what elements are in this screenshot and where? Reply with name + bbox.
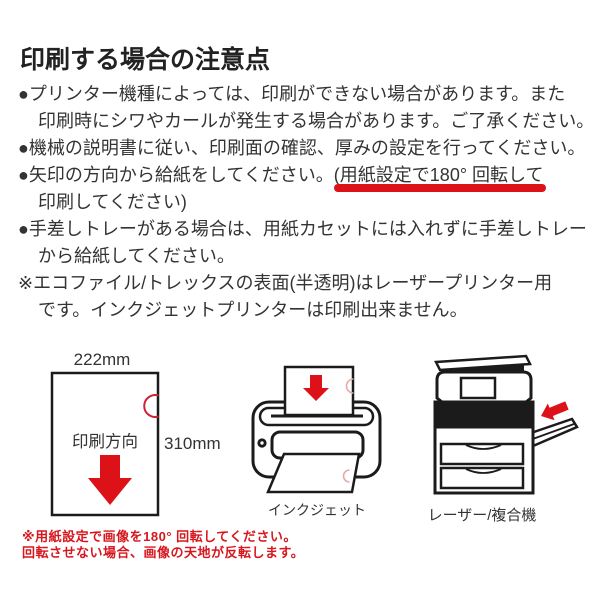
paper-width-label: 222mm	[74, 350, 131, 369]
notice-line: です。インクジェットプリンターは印刷出来ません。	[38, 300, 468, 320]
notice-line: ●矢印の方向から給紙をしてください。(用紙設定で180° 回転して	[18, 162, 594, 189]
notice-line: ※エコファイル/トレックスの表面(半透明)はレーザープリンター用	[18, 273, 553, 293]
drawer-handle-2	[465, 468, 502, 474]
input-sheet-notch-icon	[345, 378, 354, 394]
print-direction-arrow-icon	[88, 455, 132, 505]
footnote-line: 回転させない場合、画像の天地が反転します。	[22, 544, 305, 560]
bypass-tray-edge	[529, 423, 575, 441]
paper-height-label: 310mm	[164, 434, 221, 453]
inkjet-printer-illustration: インクジェット	[251, 365, 382, 518]
notice-line: ●プリンター機種によっては、印刷ができない場合があります。また	[18, 84, 566, 104]
power-button-center	[260, 441, 264, 445]
footnote-line: ※用紙設定で画像を180° 回転してください。	[22, 529, 297, 544]
bypass-feed-arrow-icon	[541, 401, 569, 421]
paper-diagram: 222mm 印刷方向 310mm	[50, 350, 221, 517]
output-sheet-notch-icon	[342, 469, 350, 483]
notice-line: 印刷時にシワやカールが発生する場合があります。ご了承ください。	[38, 111, 595, 131]
file-notch-icon	[143, 394, 159, 418]
feed-down-arrow-icon	[303, 375, 329, 401]
notice-line: ●機械の説明書に従い、印刷面の確認、厚みの設定を行ってください。	[18, 138, 586, 158]
red-footnotes: ※用紙設定で画像を180° 回転してください。 回転させない場合、画像の天地が反…	[22, 529, 304, 560]
paper-drawer-1	[439, 442, 525, 466]
notice-line: ●手差しトレーがある場合は、用紙カセットには入れずに手差しトレー	[18, 219, 587, 239]
display-panel	[459, 376, 497, 400]
notice-line: 印刷してください)	[38, 192, 187, 212]
page-title: 印刷する場合の注意点	[20, 46, 271, 74]
notice-line-pre: ●矢印の方向から給紙をしてください。(	[18, 165, 340, 185]
laser-printer-illustration: レーザー/複合機	[428, 354, 579, 524]
scanner-lid	[434, 354, 532, 372]
notice-list: ●プリンター機種によっては、印刷ができない場合があります。また 印刷時にシワやカ…	[18, 81, 594, 324]
print-direction-label: 印刷方向	[72, 432, 138, 451]
notice-line-underlined: 用紙設定で180° 回転して	[339, 165, 544, 185]
inkjet-label: インクジェット	[268, 502, 366, 518]
laser-label: レーザー/複合機	[428, 507, 537, 524]
laser-black-band	[436, 403, 532, 429]
drawer-handle-1	[465, 444, 502, 450]
notice-line: から給紙してください。	[38, 246, 235, 266]
inkjet-output-sheet	[266, 452, 361, 494]
paper-drawer-2	[439, 466, 525, 490]
